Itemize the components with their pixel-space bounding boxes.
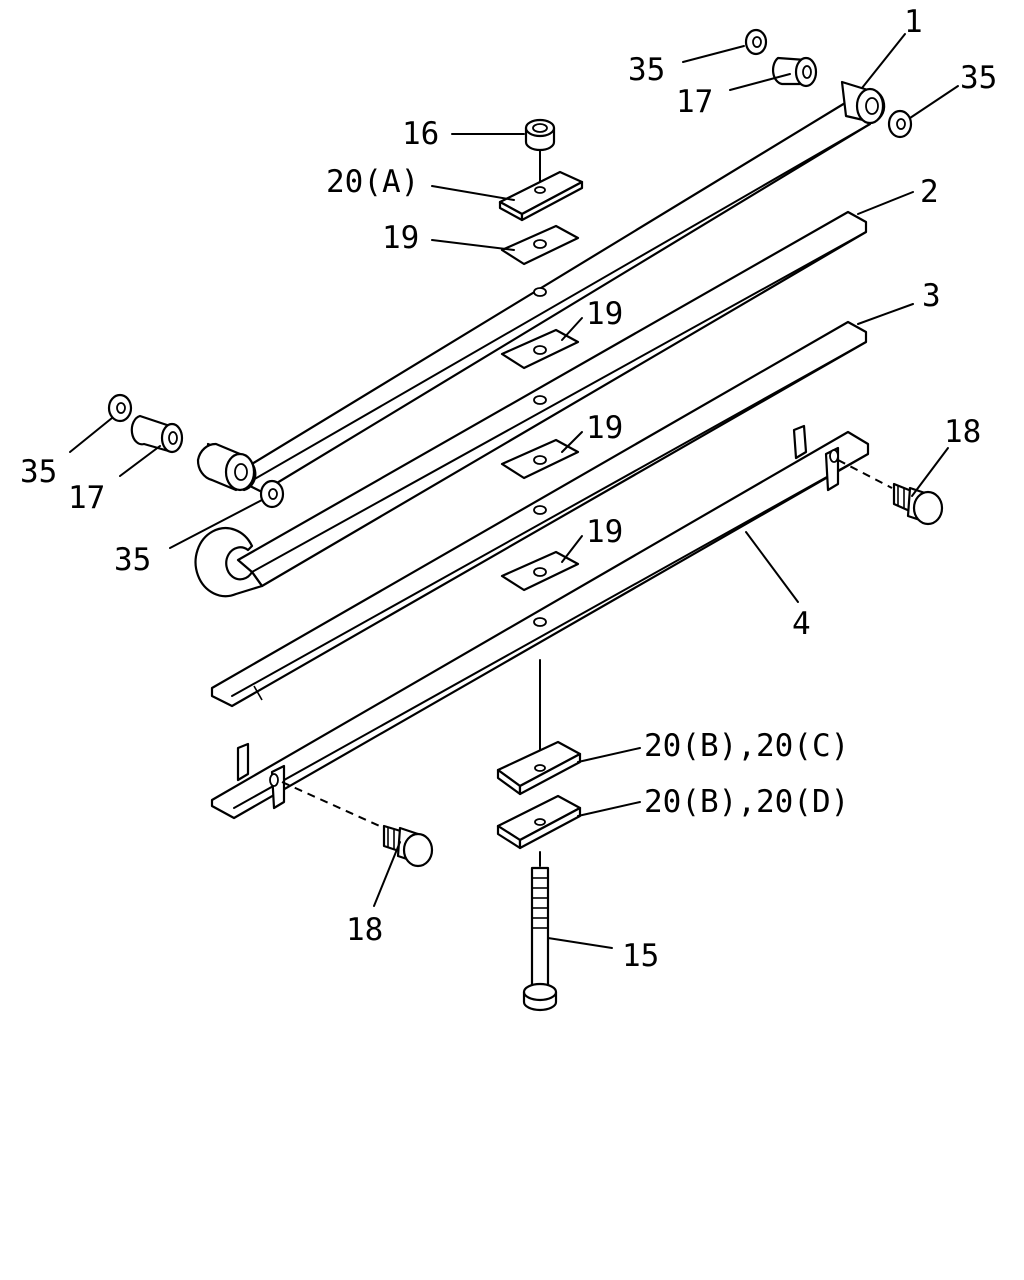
leaf-4 [210, 424, 870, 820]
washer-35-lower [259, 479, 285, 509]
label-part-19-leaf3: 19 [586, 514, 623, 550]
washer-35-top-right [887, 109, 913, 139]
label-part-19-leaf2: 19 [586, 410, 623, 446]
label-part-18-front: 18 [346, 912, 383, 948]
label-part-15: 15 [622, 938, 659, 974]
label-part-19-top: 19 [382, 220, 419, 256]
leaf-4-clip-rear [792, 424, 840, 492]
washer-35-top-left [744, 28, 768, 56]
nut-16 [524, 118, 556, 152]
leaf-2-wrap-eye [194, 527, 264, 598]
plate-20a [498, 170, 584, 222]
center-bolt-15 [522, 866, 558, 1012]
pad-19-top [500, 224, 580, 266]
label-part-35-left: 35 [20, 454, 57, 490]
leaf-4-clip-front [236, 742, 286, 810]
leaf-1-eye-rear [840, 80, 886, 125]
label-part-1: 1 [904, 4, 923, 40]
plate-20bd [496, 794, 582, 850]
label-part-4: 4 [792, 606, 811, 642]
plate-20bc [496, 740, 582, 796]
label-part-2: 2 [920, 174, 939, 210]
washer-35-left [107, 393, 133, 423]
bolt-18-front [281, 781, 434, 868]
label-part-16: 16 [402, 116, 439, 152]
bushing-17-top [771, 56, 818, 88]
leaf-1 [196, 80, 886, 494]
bushing-17-left [130, 414, 184, 454]
label-part-18-rear: 18 [944, 414, 981, 450]
label-part-35-lower: 35 [114, 542, 151, 578]
label-part-17-top: 17 [676, 84, 713, 120]
label-part-35-top-left: 35 [628, 52, 665, 88]
label-part-17-left: 17 [68, 480, 105, 516]
label-part-20a: 20(A) [326, 164, 419, 200]
label-part-20bc: 20(B),20(C) [644, 728, 849, 764]
label-part-19-leaf1: 19 [586, 296, 623, 332]
leaf-3 [210, 320, 868, 708]
leaf-2 [194, 210, 868, 598]
label-part-3: 3 [922, 278, 941, 314]
label-part-20bd: 20(B),20(D) [644, 784, 849, 820]
bolt-18-rear [837, 459, 944, 526]
leader-lines [69, 33, 959, 949]
label-part-35-top-right: 35 [960, 60, 997, 96]
leaf-1-eye-front [196, 442, 257, 492]
